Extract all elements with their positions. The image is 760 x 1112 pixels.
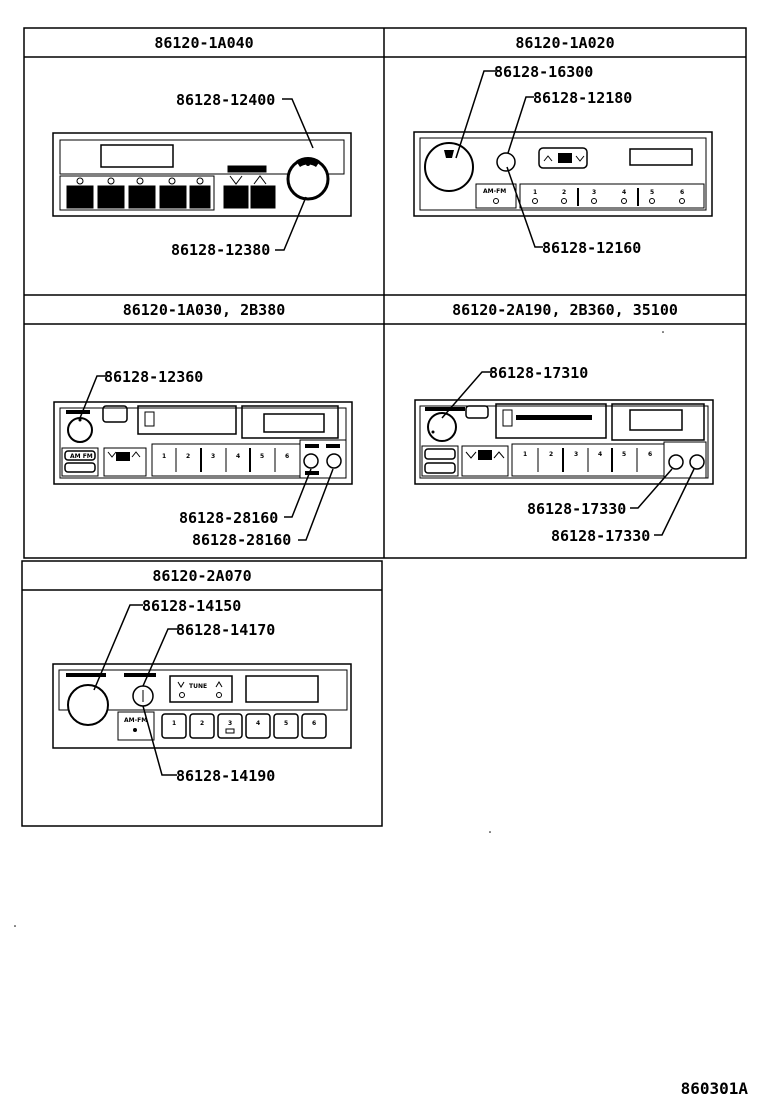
svg-text:5: 5 [622, 451, 626, 458]
part-86128-12380: 86128-12380 [171, 241, 270, 259]
panel-1-model: 86120-1A040 [154, 34, 253, 52]
svg-text:3: 3 [574, 451, 578, 458]
svg-text:4: 4 [256, 720, 260, 727]
svg-text:1: 1 [162, 453, 166, 460]
reference-code: 860301A [681, 1079, 749, 1098]
part-86128-17330-b: 86128-17330 [551, 527, 650, 545]
part-86128-14150: 86128-14150 [142, 597, 241, 615]
svg-text:2: 2 [200, 720, 204, 727]
svg-text:4: 4 [598, 451, 602, 458]
part-86128-12360: 86128-12360 [104, 368, 203, 386]
amfm-label: AM-FM [124, 717, 147, 724]
svg-text:2: 2 [562, 189, 566, 196]
svg-text:3: 3 [211, 453, 215, 460]
preset-buttons [161, 713, 327, 739]
preset-labels: 1 2 3 4 5 6 [172, 720, 316, 727]
panel-2-model: 86120-1A020 [515, 34, 614, 52]
svg-text:1: 1 [172, 720, 176, 727]
svg-text:4: 4 [236, 453, 240, 460]
volume-knob [67, 684, 109, 726]
part-86128-12160: 86128-12160 [542, 239, 641, 257]
panel-3-model: 86120-1A030, 2B380 [123, 301, 286, 319]
part-86128-14190: 86128-14190 [176, 767, 275, 785]
svg-text:1: 1 [533, 189, 537, 196]
radio-unit-1 [52, 132, 352, 217]
svg-text:3: 3 [228, 720, 232, 727]
tune-buttons [223, 165, 276, 209]
tune-label: TUNE [189, 683, 207, 690]
svg-text:4: 4 [622, 189, 626, 196]
svg-text:2: 2 [186, 453, 190, 460]
svg-text:6: 6 [680, 189, 684, 196]
svg-text:6: 6 [285, 453, 289, 460]
radio-unit-4: 1 2 3 4 5 6 [414, 399, 714, 485]
svg-text:5: 5 [284, 720, 288, 727]
volume-knob [424, 142, 474, 192]
part-86128-16300: 86128-16300 [494, 63, 593, 81]
svg-text:5: 5 [260, 453, 264, 460]
svg-text:1: 1 [523, 451, 527, 458]
amfm-label: AM FM [70, 453, 93, 460]
svg-text:6: 6 [312, 720, 316, 727]
amfm-label: AM-FM [483, 188, 506, 195]
part-86128-17330-a: 86128-17330 [527, 500, 626, 518]
svg-text:6: 6 [648, 451, 652, 458]
volume-knob [67, 417, 93, 443]
part-86128-28160-b: 86128-28160 [192, 531, 291, 549]
part-86128-17310: 86128-17310 [489, 364, 588, 382]
svg-text:3: 3 [592, 189, 596, 196]
volume-knob [427, 412, 457, 442]
part-86128-28160-a: 86128-28160 [179, 509, 278, 527]
svg-text:5: 5 [650, 189, 654, 196]
preset-labels: 1 2 3 4 5 6 [162, 453, 289, 460]
preset-labels: 1 2 3 4 5 6 [523, 451, 652, 458]
panel-5-model: 86120-2A070 [152, 567, 251, 585]
radio-unit-3: AM FM 1 2 3 4 5 6 [53, 401, 353, 485]
preset-buttons [66, 177, 211, 209]
part-86128-14170: 86128-14170 [176, 621, 275, 639]
panel-4-model: 86120-2A190, 2B360, 35100 [452, 301, 678, 319]
part-86128-12400: 86128-12400 [176, 91, 275, 109]
preset-labels: 1 2 3 4 5 6 [533, 189, 684, 196]
radio-unit-2: AM-FM 1 2 3 4 5 6 [413, 131, 713, 217]
part-86128-12180: 86128-12180 [533, 89, 632, 107]
radio-unit-5: TUNE AM-FM 1 2 3 4 5 6 [52, 663, 352, 749]
svg-text:2: 2 [549, 451, 553, 458]
grid-frame [21, 27, 747, 827]
